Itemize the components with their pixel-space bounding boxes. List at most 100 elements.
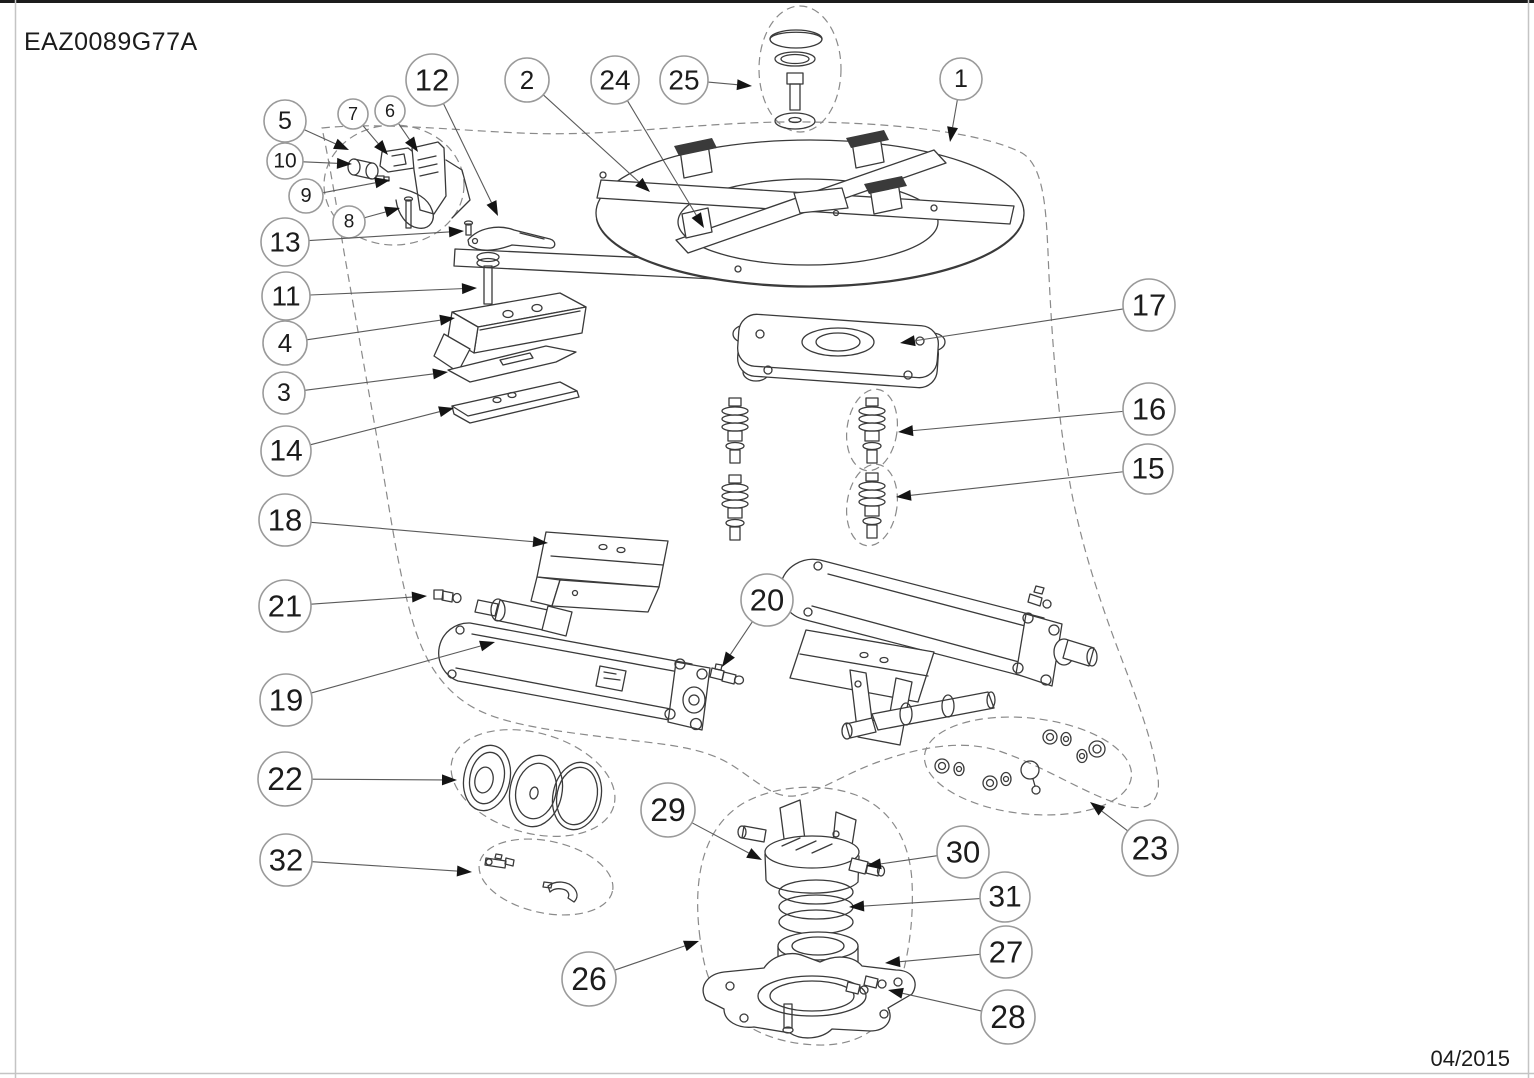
leader-arrow-2	[635, 177, 650, 192]
leader-line-23	[1101, 810, 1129, 832]
leader-arrow-7	[374, 140, 388, 155]
callout-balloon-19	[259, 673, 313, 727]
leader-line-13	[308, 231, 450, 242]
callout-number-27: 27	[989, 935, 1023, 970]
leader-line-27	[899, 953, 981, 963]
leader-arrow-3	[432, 368, 448, 380]
callout-balloon-16	[1122, 382, 1176, 436]
leader-line-28	[902, 992, 982, 1012]
leader-line-9	[322, 182, 376, 194]
assembly-boundary-dashed	[321, 121, 1159, 809]
callout-15: 15	[896, 443, 1174, 501]
callout-balloon-2	[504, 57, 550, 103]
callout-balloon-11	[261, 271, 311, 321]
callout-balloon-10	[266, 142, 304, 180]
leader-line-15	[910, 471, 1124, 496]
callout-balloon-29	[640, 782, 696, 838]
callout-number-12: 12	[415, 63, 449, 98]
leader-arrow-4	[439, 314, 455, 326]
leader-arrow-21	[411, 591, 427, 603]
leader-line-18	[310, 521, 534, 543]
leader-arrow-11	[461, 283, 477, 295]
callout-balloon-7	[337, 98, 369, 130]
leader-arrow-9	[374, 177, 390, 189]
callout-number-22: 22	[267, 761, 303, 797]
callout-14: 14	[260, 406, 454, 477]
callout-29: 29	[640, 782, 762, 860]
callout-balloon-22	[257, 751, 313, 807]
callout-31: 31	[849, 871, 1031, 923]
leader-arrow-26	[683, 940, 699, 952]
leader-line-29	[691, 822, 750, 854]
callout-5: 5	[263, 99, 349, 150]
callout-number-4: 4	[278, 328, 292, 358]
leader-line-3	[304, 373, 434, 391]
leader-line-22	[311, 778, 443, 781]
callout-30: 30	[866, 825, 990, 879]
grease-fitting-21	[433, 589, 462, 604]
callout-24: 24	[590, 55, 704, 228]
leader-line-7	[362, 125, 379, 144]
callout-number-5: 5	[278, 107, 292, 135]
callout-7: 7	[337, 98, 388, 155]
leader-arrow-13	[448, 226, 464, 238]
callout-balloon-24	[590, 55, 640, 105]
leader-arrow-31	[849, 900, 865, 912]
callout-balloon-4	[262, 320, 308, 366]
leader-line-21	[310, 596, 413, 605]
pivot-bolt	[476, 251, 500, 305]
leader-line-1	[952, 99, 958, 128]
callout-number-31: 31	[988, 881, 1021, 914]
leader-line-17	[914, 308, 1124, 342]
drawing-number: EAZ0089G77A	[24, 28, 198, 56]
callout-number-3: 3	[277, 379, 291, 407]
callout-number-32: 32	[269, 843, 303, 878]
leader-arrow-32	[456, 865, 472, 877]
leader-line-12	[442, 103, 492, 203]
callout-number-9: 9	[300, 185, 311, 207]
callout-number-17: 17	[1132, 288, 1166, 323]
callout-balloon-3	[262, 371, 306, 415]
air-cylinder-right	[779, 558, 1098, 746]
callout-9: 9	[288, 177, 390, 214]
callout-balloon-30	[936, 825, 990, 879]
leader-arrow-29	[746, 848, 762, 860]
leader-line-31	[863, 898, 981, 907]
callout-26: 26	[561, 940, 699, 1007]
leader-line-8	[364, 211, 386, 219]
hold-down-bolt-kit	[758, 5, 842, 133]
fitting-kit-32	[478, 838, 614, 916]
callout-17: 17	[900, 278, 1176, 347]
callout-6: 6	[374, 95, 418, 152]
callout-number-25: 25	[668, 65, 699, 96]
callout-number-2: 2	[520, 65, 534, 95]
leader-arrow-23	[1090, 802, 1106, 816]
leader-line-20	[729, 621, 753, 655]
callout-19: 19	[259, 640, 495, 727]
leader-arrow-12	[486, 200, 498, 216]
callout-27: 27	[885, 925, 1033, 979]
callout-balloon-13	[260, 217, 310, 267]
callout-number-7: 7	[348, 104, 358, 124]
leader-line-10	[302, 161, 338, 164]
callout-number-16: 16	[1132, 392, 1166, 427]
callout-balloon-9	[288, 178, 324, 214]
leader-arrow-1	[947, 126, 958, 142]
callout-balloon-25	[659, 55, 709, 105]
leader-arrow-25	[736, 79, 752, 91]
leader-arrow-16	[898, 425, 914, 437]
leader-arrow-6	[404, 136, 418, 152]
callout-number-15: 15	[1131, 453, 1164, 486]
leader-arrow-17	[900, 335, 916, 347]
callout-number-8: 8	[344, 212, 355, 233]
callout-number-23: 23	[1132, 830, 1169, 867]
leader-arrow-8	[384, 206, 400, 218]
callout-18: 18	[258, 493, 548, 548]
callout-1: 1	[939, 57, 983, 142]
callout-12: 12	[405, 53, 498, 216]
callout-number-6: 6	[385, 101, 395, 121]
callout-number-28: 28	[990, 999, 1026, 1035]
